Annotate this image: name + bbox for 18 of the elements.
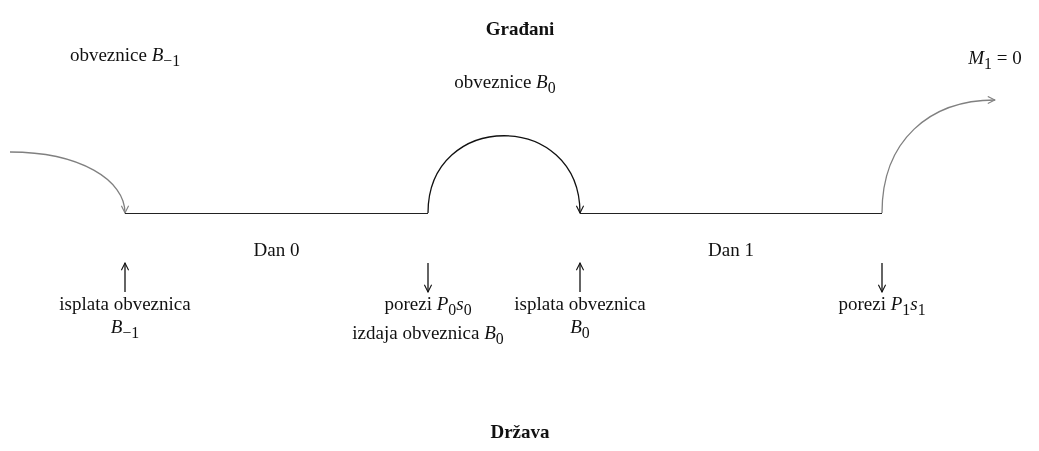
group-heading: Građani — [485, 18, 555, 40]
arrow — [877, 262, 887, 293]
edge-label: M$_{1}$ = 0 — [968, 47, 1022, 74]
edge-label: obveznice B$_{0}$ — [454, 71, 556, 98]
arrow — [427, 135, 584, 214]
arrow — [423, 262, 433, 293]
arrow — [881, 96, 996, 214]
flow-description: isplata obveznica B$_{0}$ — [513, 292, 647, 343]
flow-description: porezi P$_{1}$s$_{1}$ — [837, 292, 927, 320]
arrow — [9, 151, 129, 214]
edge-label: obveznice B$_{−1}$ — [69, 44, 181, 71]
arrow — [120, 262, 130, 293]
group-heading: Država — [490, 421, 550, 443]
flow-description: isplata obveznica B$_{−1}$ — [58, 292, 192, 343]
day-label: Dan 0 — [252, 238, 301, 261]
flow-description: izdaja obveznica B$_{0}$ — [351, 320, 505, 349]
arrow — [575, 262, 585, 293]
day-label: Dan 1 — [707, 238, 755, 261]
